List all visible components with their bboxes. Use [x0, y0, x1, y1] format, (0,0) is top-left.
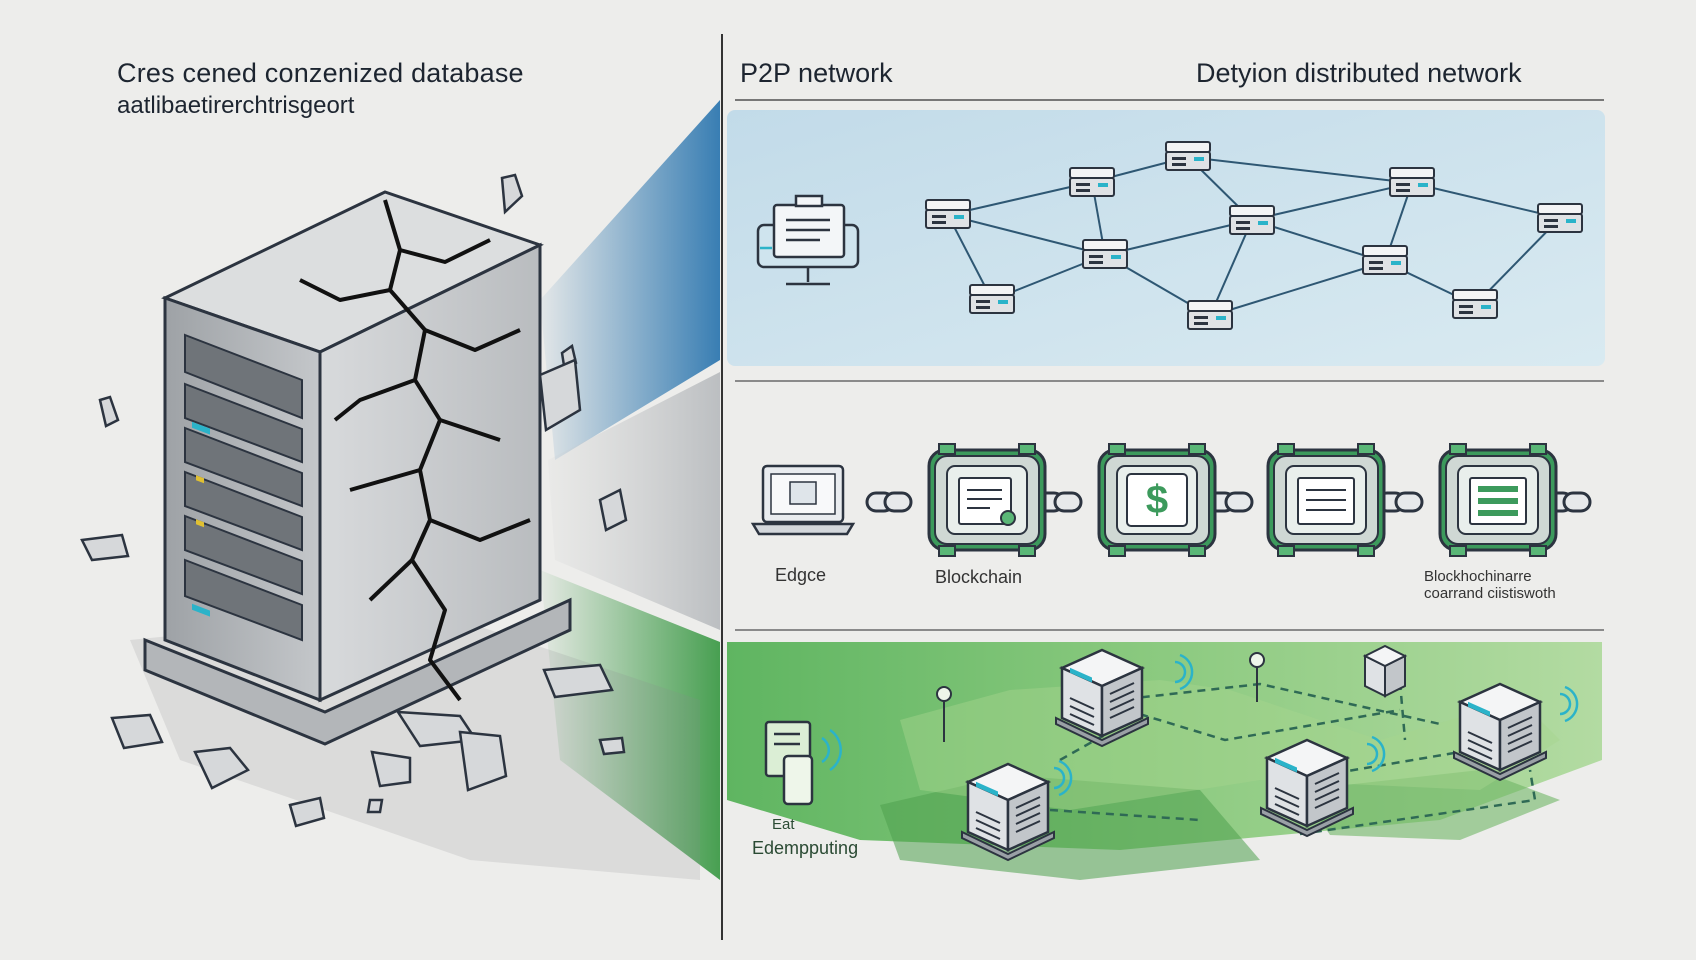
p2p-node-icon — [925, 199, 971, 229]
edge-pins — [936, 652, 1265, 742]
edge-server-building-icon — [1054, 648, 1150, 748]
p2p-node-icon — [1537, 203, 1583, 233]
centralized-subtitle: aatlibaetirerchtrisgeort — [117, 92, 355, 119]
edge-server-building-icon — [1259, 738, 1355, 838]
edge-label: Edgce — [775, 565, 827, 585]
edge-server-building-icon — [960, 762, 1056, 862]
ledger-icon — [1469, 477, 1527, 525]
blockchain-label: Blockchain — [935, 567, 1023, 587]
p2p-node-icon — [1082, 239, 1128, 269]
p2p-node-icon — [1452, 289, 1498, 319]
desktop-computer-icon — [756, 194, 860, 286]
terrain-patch — [1300, 770, 1560, 840]
debris — [80, 173, 628, 828]
green-beam — [540, 570, 720, 880]
grey-beam — [548, 372, 720, 630]
blue-beam — [540, 100, 720, 460]
centralized-title: Cres cened conzenized database — [117, 58, 524, 88]
crack-lines — [299, 199, 531, 702]
p2p-node-icon — [1187, 300, 1233, 330]
p2p-header: P2P network — [740, 58, 893, 88]
p2p-node-icon — [1165, 141, 1211, 171]
edge-server-building-icon — [1452, 682, 1548, 782]
receipt-icon — [1297, 477, 1355, 525]
server-tower-icon — [143, 190, 572, 746]
p2p-node-icon — [1229, 205, 1275, 235]
dollar-coin-icon: $ — [1145, 478, 1169, 522]
document-icon — [958, 477, 1016, 526]
blockchain-right-label-1: Blockhochinarre — [1424, 568, 1532, 585]
p2p-node-icon — [1389, 167, 1435, 197]
p2p-node-icon — [969, 284, 1015, 314]
distributed-header: Detyion distributed network — [1196, 58, 1522, 88]
edge-computing-label-2: Edempputing — [752, 838, 859, 858]
blockchain-right-label-2: coarrand ciistiswoth — [1424, 585, 1556, 602]
coin-frame-icon — [1126, 473, 1188, 527]
laptop-icon — [750, 464, 856, 536]
p2p-node-icon — [1362, 245, 1408, 275]
edge-device-icon — [764, 720, 842, 806]
small-node-icon — [1362, 644, 1408, 698]
p2p-panel — [727, 110, 1605, 366]
p2p-node-icon — [1069, 167, 1115, 197]
edge-computing-label-1: Eat — [772, 816, 795, 833]
